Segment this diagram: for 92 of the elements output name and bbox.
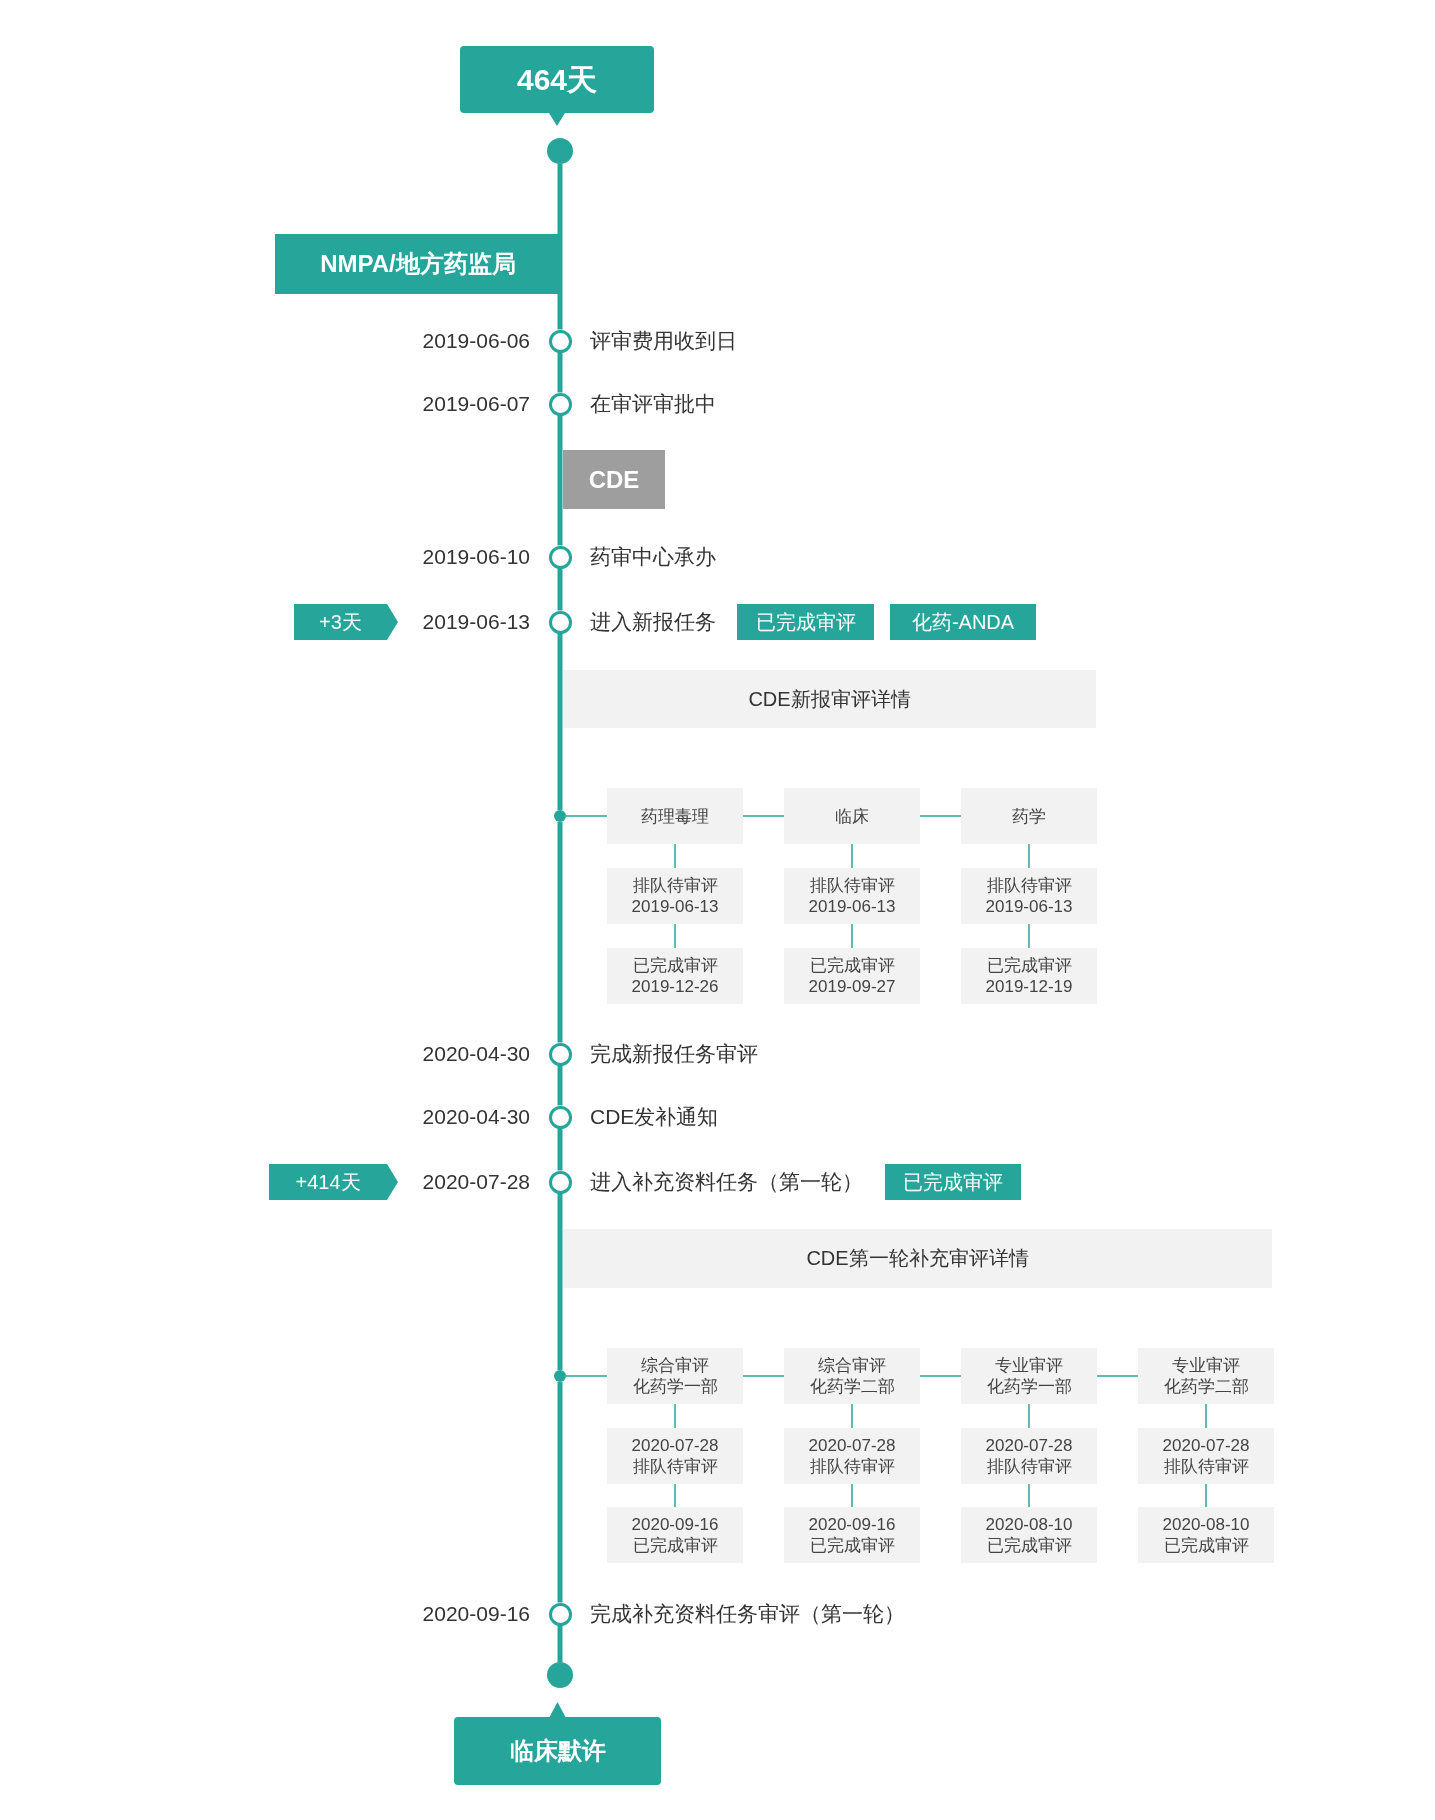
connector-line [851, 1403, 853, 1429]
date-label: 2020-09-16 [422, 1601, 530, 1627]
connector-line [1205, 1483, 1207, 1508]
timeline-line [557, 633, 563, 810]
timeline-line [557, 568, 563, 611]
review-box: 专业审评 化药学一部 [961, 1348, 1097, 1404]
timeline-node [548, 1042, 572, 1066]
review-box: 2020-07-28 排队待审评 [961, 1428, 1097, 1484]
event-label: 进入新报任务 [590, 609, 716, 635]
connector-line [674, 843, 676, 869]
review-box: 2020-08-10 已完成审评 [961, 1507, 1097, 1563]
event-label: CDE发补通知 [590, 1104, 719, 1130]
review-box: 排队待审评 2019-06-13 [961, 868, 1097, 924]
timeline-node [548, 1170, 572, 1194]
duration-tag: +3天 [294, 604, 398, 640]
event-label: 完成补充资料任务审评（第一轮） [590, 1601, 905, 1627]
timeline-line [557, 1193, 563, 1370]
milestone-box: 临床默许 [454, 1702, 661, 1785]
stage-band: CDE [563, 450, 665, 509]
timeline-node [548, 1602, 572, 1626]
connector-line [919, 1375, 962, 1377]
timeline-line [557, 822, 563, 1043]
connector-line [1028, 843, 1030, 869]
connector-line [1028, 923, 1030, 949]
event-label: 评审费用收到日 [590, 328, 737, 354]
connector-line [674, 1403, 676, 1429]
timeline-line [557, 1128, 563, 1171]
timeline-dot [547, 1662, 573, 1688]
connector-line [1205, 1403, 1207, 1429]
review-box: 2020-08-10 已完成审评 [1138, 1507, 1274, 1563]
timeline-node [548, 392, 572, 416]
status-badge: 已完成审评 [737, 604, 874, 640]
duration-tag: +414天 [269, 1164, 398, 1200]
event-label: 药审中心承办 [590, 544, 716, 570]
event-label: 在审评审批中 [590, 391, 716, 417]
review-box: 2020-09-16 已完成审评 [607, 1507, 743, 1563]
connector-line [1028, 1403, 1030, 1429]
review-box: 药学 [961, 788, 1097, 844]
milestone-box: 464天 [460, 46, 654, 126]
connector-line [674, 923, 676, 949]
review-box: 专业审评 化药学二部 [1138, 1348, 1274, 1404]
timeline-line [557, 1625, 563, 1662]
review-box: 2020-07-28 排队待审评 [784, 1428, 920, 1484]
status-badge: 化药-ANDA [890, 604, 1036, 640]
timeline-dot [547, 138, 573, 164]
review-box: 药理毒理 [607, 788, 743, 844]
date-label: 2020-04-30 [422, 1104, 530, 1130]
review-box: 排队待审评 2019-06-13 [784, 868, 920, 924]
review-box: 已完成审评 2019-12-26 [607, 948, 743, 1004]
connector-line [851, 1483, 853, 1508]
section-header: CDE新报审评详情 [563, 670, 1096, 728]
timeline-node [548, 545, 572, 569]
timeline-line [557, 352, 563, 393]
connector-line [742, 1375, 785, 1377]
timeline-node [548, 610, 572, 634]
review-box: 综合审评 化药学一部 [607, 1348, 743, 1404]
review-box: 排队待审评 2019-06-13 [607, 868, 743, 924]
date-label: 2020-07-28 [422, 1169, 530, 1195]
timeline-node [548, 329, 572, 353]
date-label: 2019-06-10 [422, 544, 530, 570]
status-badge: 已完成审评 [885, 1164, 1021, 1200]
event-label: 进入补充资料任务（第一轮） [590, 1169, 863, 1195]
timeline-line [557, 1065, 563, 1106]
timeline-line [557, 415, 563, 546]
event-label: 完成新报任务审评 [590, 1041, 758, 1067]
connector-line [565, 1375, 608, 1377]
review-box: 2020-07-28 排队待审评 [607, 1428, 743, 1484]
timeline-node [548, 1105, 572, 1129]
timeline-line [557, 164, 563, 330]
connector-line [851, 843, 853, 869]
connector-line [1096, 1375, 1139, 1377]
connector-line [674, 1483, 676, 1508]
connector-line [851, 923, 853, 949]
section-header: CDE第一轮补充审评详情 [563, 1229, 1272, 1288]
date-label: 2020-04-30 [422, 1041, 530, 1067]
review-box: 已完成审评 2019-09-27 [784, 948, 920, 1004]
review-box: 综合审评 化药学二部 [784, 1348, 920, 1404]
timeline-line [557, 1382, 563, 1603]
review-box: 临床 [784, 788, 920, 844]
date-label: 2019-06-07 [422, 391, 530, 417]
connector-line [919, 815, 962, 817]
stage-band: NMPA/地方药监局 [275, 234, 561, 294]
review-box: 2020-07-28 排队待审评 [1138, 1428, 1274, 1484]
review-box: 2020-09-16 已完成审评 [784, 1507, 920, 1563]
connector-line [565, 815, 608, 817]
branch-dot [554, 810, 566, 822]
date-label: 2019-06-13 [422, 609, 530, 635]
branch-dot [554, 1370, 566, 1382]
date-label: 2019-06-06 [422, 328, 530, 354]
connector-line [1028, 1483, 1030, 1508]
connector-line [742, 815, 785, 817]
review-box: 已完成审评 2019-12-19 [961, 948, 1097, 1004]
